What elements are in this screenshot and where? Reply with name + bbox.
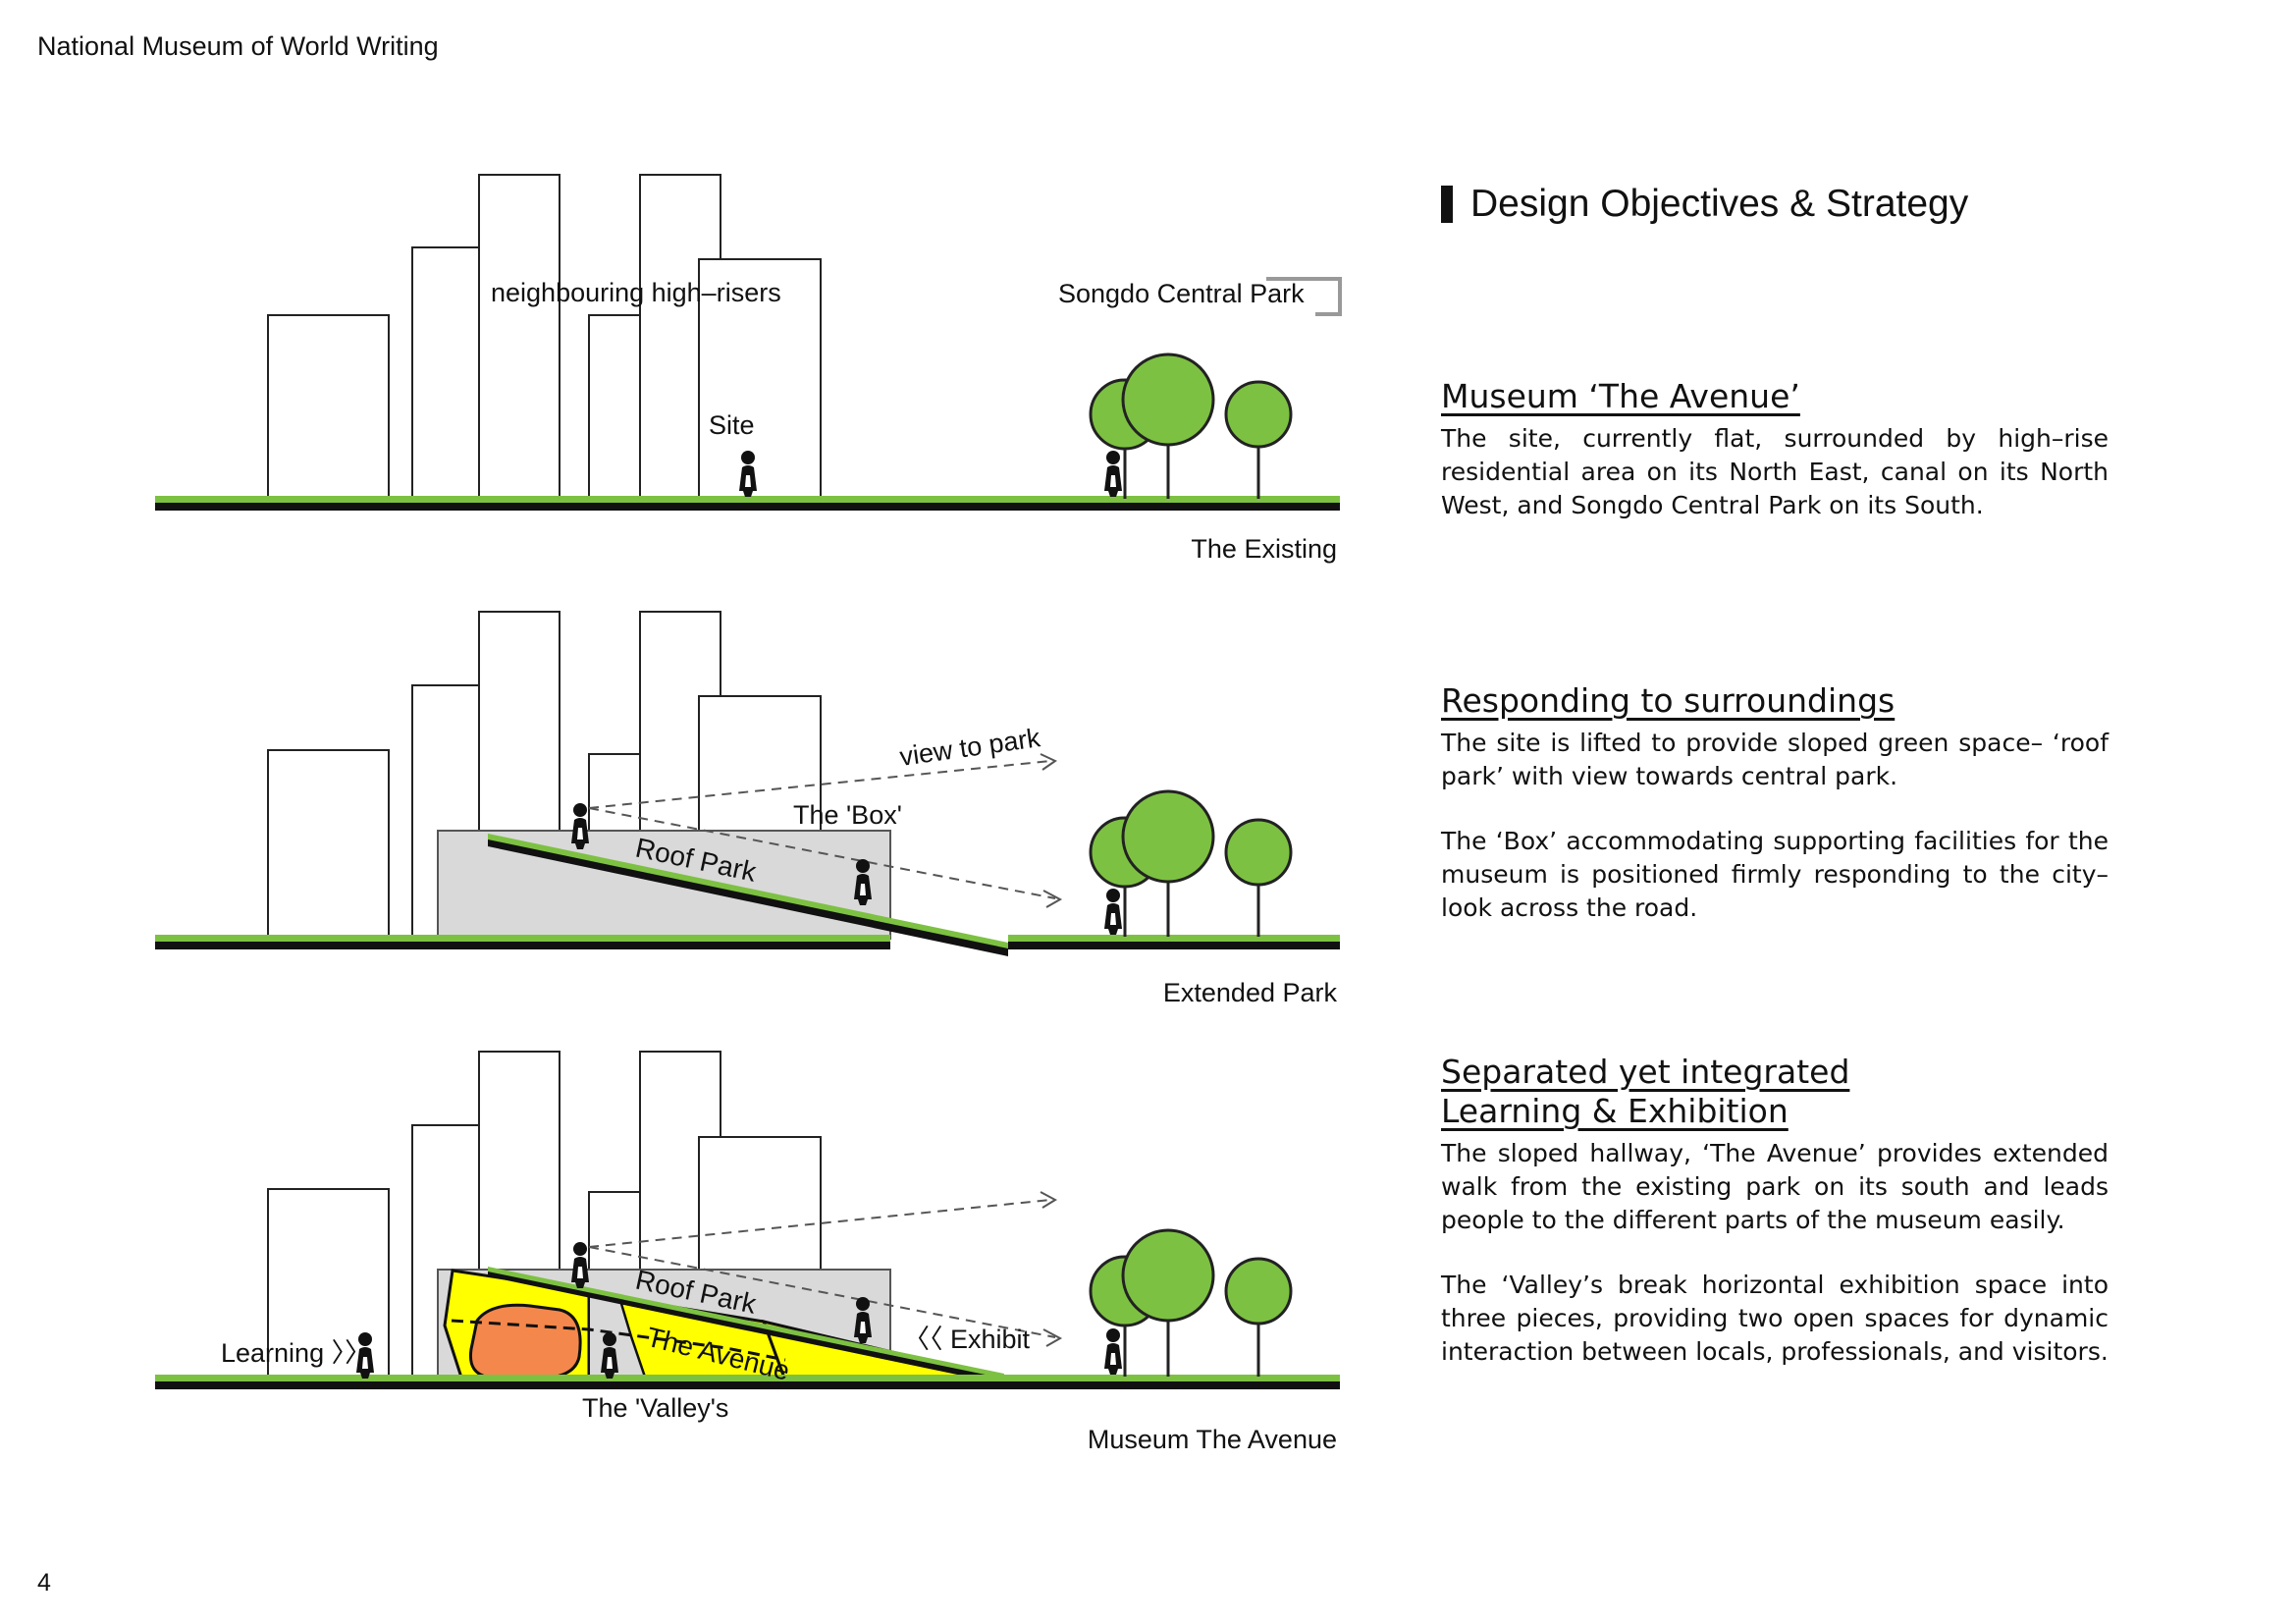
view-lines	[588, 753, 1063, 908]
label-songdo-park: Songdo Central Park	[1058, 279, 1305, 308]
ground-green	[155, 935, 890, 942]
ground-green	[155, 1375, 1340, 1381]
label-the-box: The 'Box'	[793, 800, 902, 830]
site-section-diagram: neighbouring high–risers Songdo Central …	[155, 174, 1342, 1454]
section-learning-exhibition: Separated yet integrated Learning & Exhi…	[1441, 1053, 2109, 1369]
roof-slab	[488, 838, 1008, 956]
label-exhibit: 〈〈 Exhibit	[903, 1325, 1031, 1354]
person-icon	[571, 803, 589, 849]
section-museum-avenue: Museum ‘The Avenue’ The site, currently …	[1441, 377, 2109, 522]
label-site: Site	[709, 410, 755, 440]
roof-park-green	[488, 834, 1008, 948]
person-icon	[1104, 451, 1122, 497]
ground-green	[155, 496, 1340, 503]
person-icon	[571, 1242, 589, 1288]
roof-park-green	[488, 1267, 1004, 1379]
panel-extended-park: view to park The 'Box' Roof Park Extende…	[155, 611, 1340, 1007]
label-highrisers: neighbouring high–risers	[491, 278, 781, 307]
avenue-path	[451, 1319, 786, 1362]
page-title: National Museum of World Writing	[37, 31, 439, 61]
section-paragraph: The ‘Box’ accommodating supporting facil…	[1441, 827, 2109, 922]
ground-green	[1008, 935, 1340, 942]
section-paragraph: The site, currently flat, surrounded by …	[1441, 424, 2109, 519]
person-icon	[739, 451, 757, 497]
person-icon	[854, 1297, 872, 1343]
panel-existing: neighbouring high–risers Songdo Central …	[155, 174, 1342, 564]
ground-line	[155, 503, 1340, 511]
caption-museum-avenue: Museum The Avenue	[1088, 1425, 1337, 1454]
page-number: 4	[37, 1569, 51, 1597]
section-paragraph: The ‘Valley’s break horizontal exhibitio…	[1441, 1271, 2109, 1366]
ground-line	[155, 942, 890, 949]
ground-line	[155, 1381, 1340, 1389]
highrise-buildings	[267, 174, 822, 500]
heading-marker	[1441, 186, 1453, 223]
section-paragraph: The sloped hallway, ‘The Avenue’ provide…	[1441, 1139, 2109, 1234]
view-lines	[588, 1191, 1063, 1347]
main-heading-text: Design Objectives & Strategy	[1470, 183, 1969, 225]
section-responding: Responding to surroundings The site is l…	[1441, 681, 2109, 925]
section-paragraph: The site is lifted to provide sloped gre…	[1441, 729, 2109, 790]
main-heading: Design Objectives & Strategy	[1441, 183, 1968, 226]
section-heading: Museum ‘The Avenue’	[1441, 377, 1800, 415]
section-heading: Responding to surroundings	[1441, 681, 1896, 720]
park-trees	[1089, 1228, 1293, 1377]
caption-extended-park: Extended Park	[1163, 978, 1338, 1007]
panel-museum-avenue: Roof Park The Avenue 〈〈 Exhibit Learning…	[155, 1051, 1340, 1454]
person-icon	[1104, 889, 1122, 935]
person-icon	[1104, 1328, 1122, 1375]
caption-existing: The Existing	[1191, 534, 1337, 564]
label-learning: Learning 〉〉	[221, 1338, 371, 1368]
roof-slab	[488, 1271, 1004, 1384]
section-heading: Separated yet integrated Learning & Exhi…	[1441, 1053, 1850, 1130]
person-icon	[601, 1332, 618, 1379]
park-trees	[1089, 352, 1293, 499]
ground-line	[1008, 942, 1340, 949]
valley-space	[468, 1303, 582, 1380]
park-trees	[1089, 789, 1293, 937]
label-frame	[1266, 277, 1342, 316]
person-icon	[854, 859, 872, 905]
label-valleys: The 'Valley's	[582, 1393, 728, 1423]
